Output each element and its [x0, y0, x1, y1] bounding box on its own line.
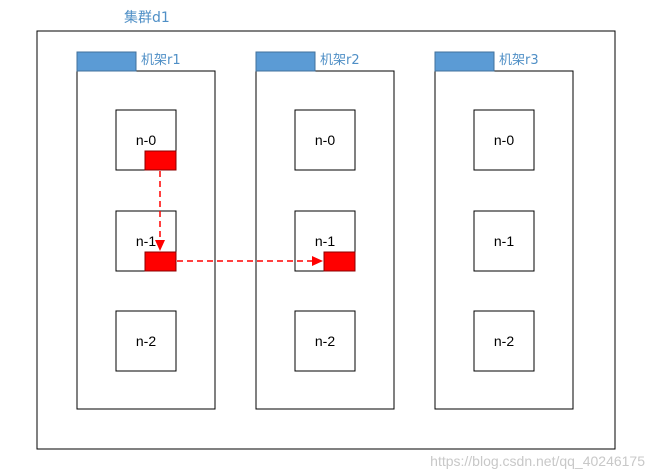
arrow-n0-to-n1-head — [155, 240, 165, 251]
node-r1-n1-label: n-1 — [135, 233, 157, 249]
cluster-frame — [36, 30, 616, 450]
block-r1-n1 — [144, 251, 177, 272]
node-r3-n2 — [473, 310, 535, 372]
rack-r2-header — [255, 51, 316, 72]
rack-r1-header — [76, 51, 137, 72]
node-r3-n1 — [473, 210, 535, 272]
block-r1-n0 — [144, 150, 177, 171]
node-r1-n2-label: n-2 — [135, 333, 157, 349]
node-r3-n1-label: n-1 — [493, 233, 515, 249]
node-r2-n0-label: n-0 — [314, 132, 336, 148]
rack-r3-frame — [434, 70, 574, 410]
block-r2-n1 — [323, 251, 356, 272]
node-r1-n0-label: n-0 — [135, 132, 157, 148]
node-r3-n0 — [473, 109, 535, 171]
rack-r2-title: 机架r2 — [320, 53, 360, 68]
node-r2-n2-label: n-2 — [314, 333, 336, 349]
node-r2-n0 — [294, 109, 356, 171]
rack-r3-title: 机架r3 — [499, 53, 539, 68]
node-r3-n0-label: n-0 — [493, 132, 515, 148]
arrow-r1-to-r2-head — [312, 256, 323, 266]
node-r2-n2 — [294, 310, 356, 372]
rack-r3-header — [434, 51, 495, 72]
node-r2-n1-label: n-1 — [314, 233, 336, 249]
rack-r2-frame — [255, 70, 395, 410]
cluster-title: 集群d1 — [124, 10, 170, 26]
rack-r1-frame — [76, 70, 216, 410]
watermark: https://blog.csdn.net/qq_40246175 — [430, 453, 645, 469]
node-r3-n2-label: n-2 — [493, 333, 515, 349]
rack-r1-title: 机架r1 — [141, 53, 181, 68]
node-r1-n2 — [115, 310, 177, 372]
